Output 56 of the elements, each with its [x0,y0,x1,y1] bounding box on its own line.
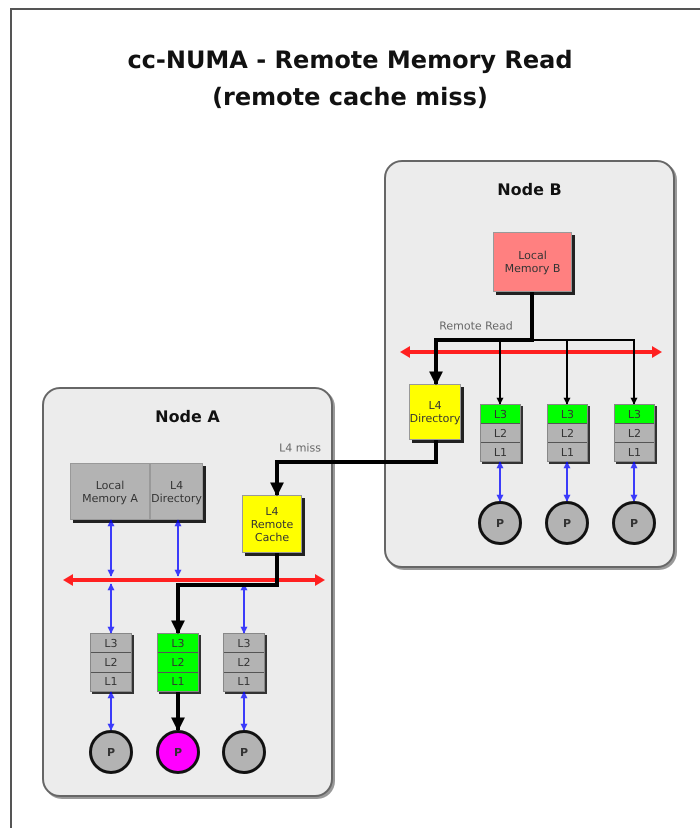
arrow [108,691,114,731]
cache-level: L2 [158,653,198,673]
processor-circle: P [156,730,200,774]
processor-circle: P [545,501,589,545]
node-panel [384,160,675,568]
arrow [270,440,438,496]
cache-level: L2 [548,424,587,443]
cache-level: L1 [91,672,131,691]
node-panel [42,387,333,797]
arrow [108,583,114,634]
bus-bar [63,572,325,588]
diagram-title: cc-NUMA - Remote Memory Read (remote cache miss) [126,45,574,113]
cache-stack [157,633,199,692]
cache-stack [223,633,265,692]
arrow [564,461,570,502]
cache-level: L1 [615,443,654,461]
cache-level: L1 [224,672,264,691]
component-box: Local Memory B [493,232,572,292]
component-box: L4 Remote Cache [242,495,302,553]
component-box: Local Memory A [70,463,150,520]
cache-level: L3 [224,634,264,654]
component-box: L4 Directory [150,463,203,520]
cache-stack [480,404,521,462]
cache-stack [614,404,655,462]
arrow [630,461,638,502]
panel-title: Node A [154,407,221,426]
edge-label: L4 miss [277,442,323,454]
cache-level: L2 [615,424,654,443]
cache-level: L1 [481,443,520,461]
arrow [496,461,504,502]
processor-circle: P [478,501,522,545]
cache-level: L2 [91,653,131,673]
cache-level: L1 [548,443,587,461]
cache-level: L3 [91,634,131,654]
cache-level: L1 [158,672,198,691]
bus-bar [400,344,662,360]
panel-title: Node B [496,180,563,199]
cache-level: L3 [158,634,198,654]
arrow [108,519,114,577]
arrow [171,692,185,732]
cache-stack [547,404,588,462]
arrow [240,691,248,731]
cache-level: L3 [615,405,654,424]
arrow [174,519,182,577]
processor-circle: P [222,730,266,774]
processor-circle: P [89,730,133,774]
cache-level: L2 [481,424,520,443]
component-box: L4 Directory [409,384,461,440]
edge-label: Remote Read [437,320,515,332]
cache-level: L3 [548,405,587,424]
arrow [429,292,534,386]
cache-level: L3 [481,405,520,424]
arrow [171,553,279,634]
cache-level: L2 [224,653,264,673]
cache-stack [90,633,132,692]
processor-circle: P [612,501,656,545]
